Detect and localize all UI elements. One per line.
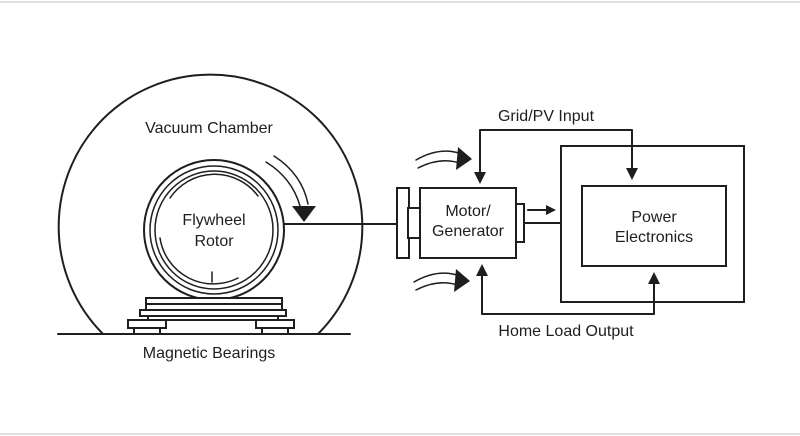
flywheel-mid-ring (149, 165, 279, 295)
flywheel-label-line2: Rotor (194, 233, 234, 250)
magnetic-bearings-label: Magnetic Bearings (143, 345, 276, 362)
home-output-label: Home Load Output (498, 323, 634, 340)
flywheel-outer-ring (143, 159, 285, 301)
flywheel-label-line1: Flywheel (182, 212, 245, 229)
motor-rotation-arrow-bottom (413, 269, 470, 292)
power-electronics-label-line1: Power (631, 209, 677, 226)
flywheel-rotor (143, 159, 285, 301)
vacuum-chamber-outline (57, 73, 364, 335)
flywheel-rotation-sweep-lower (159, 237, 239, 285)
shaft-coupling (396, 187, 421, 259)
motor-right-cap (515, 203, 525, 243)
vacuum-chamber-label: Vacuum Chamber (145, 120, 273, 137)
motor-generator-label-line2: Generator (432, 223, 505, 240)
motor-rotation-arrow-top (415, 147, 472, 170)
grid-input-label: Grid/PV Input (498, 108, 595, 125)
flywheel-rotation-arrow (265, 155, 316, 222)
energy-flow-arrow (527, 205, 556, 215)
power-electronics-label-line2: Electronics (615, 229, 693, 246)
home-output-line (476, 264, 660, 315)
motor-generator-box (419, 187, 517, 259)
motor-generator-label-line1: Motor/ (445, 203, 491, 220)
power-electronics-box (581, 185, 727, 267)
magnetic-bearings (127, 297, 295, 335)
flywheel-inner-ring (154, 170, 274, 290)
flywheel-rotation-sweep-upper (169, 173, 259, 199)
grid-input-line (474, 129, 638, 184)
